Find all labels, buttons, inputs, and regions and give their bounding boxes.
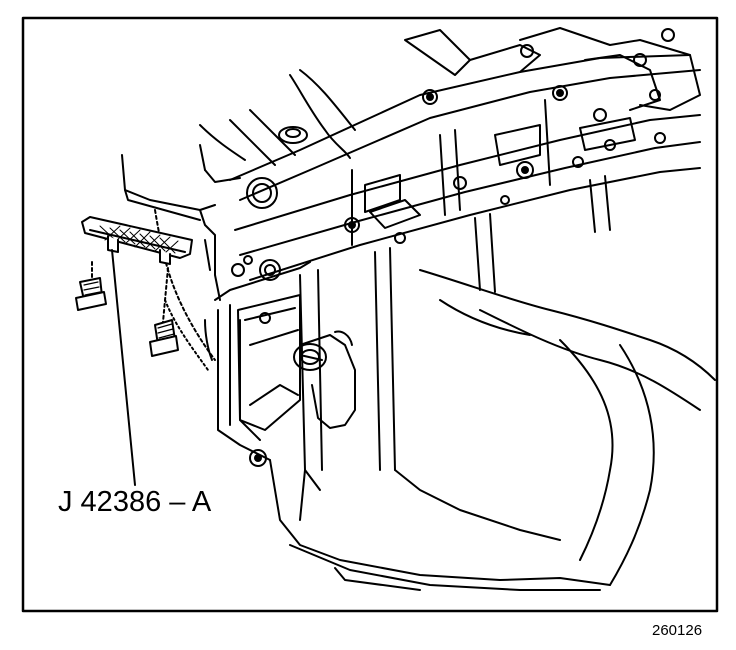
bolt-right [149,267,179,357]
tool-j42386a [81,216,193,265]
tool-grip-hatch [99,225,179,254]
oil-pan-body [214,175,716,591]
engine-block-upper [199,27,701,209]
bolt-left [75,261,107,311]
cylinder-head-side [231,99,701,281]
frame-border [21,16,719,613]
figure-number: 260126 [652,622,703,639]
leader-line [111,249,136,486]
tool-callout-label: J 42386 – A [58,486,212,518]
